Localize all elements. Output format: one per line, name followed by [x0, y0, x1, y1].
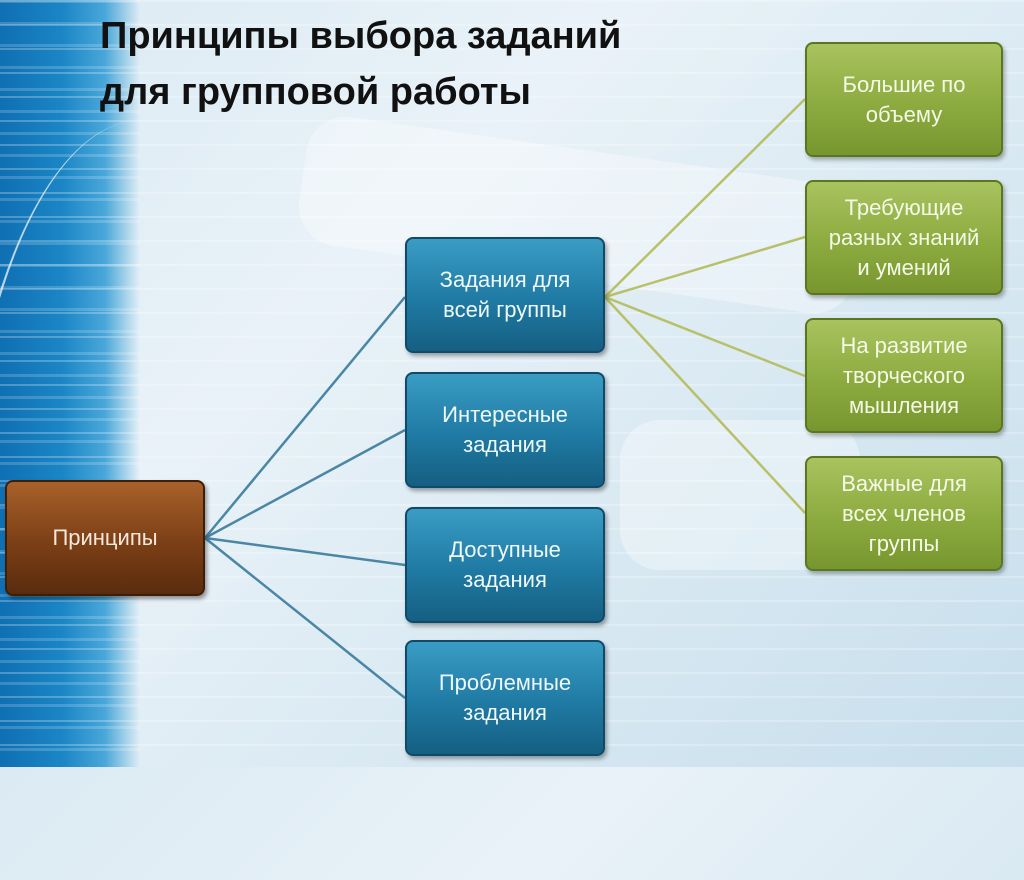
level2-node-label: Требующие разных знаний и умений — [828, 194, 980, 280]
level1-node-label: Доступные задания — [449, 537, 561, 592]
connector-l1-l2-3 — [604, 296, 806, 514]
slide-title-text: Принципы выбора заданий для групповой ра… — [100, 15, 622, 113]
root-node: Принципы — [5, 480, 205, 596]
level1-node: Задания для всей группы — [405, 237, 605, 353]
level2-node: Большие по объему — [805, 42, 1003, 157]
level2-node-label: Важные для всех членов группы — [841, 470, 967, 556]
level1-node: Интересные задания — [405, 372, 605, 488]
connector-l1-l2-2 — [604, 295, 806, 378]
level2-node: На развитие творческого мышления — [805, 318, 1003, 433]
connector-root-l1-0 — [204, 296, 406, 539]
connector-lines — [204, 98, 806, 699]
level2-node: Требующие разных знаний и умений — [805, 180, 1003, 295]
root-node-label: Принципы — [52, 525, 158, 550]
level1-node: Проблемные задания — [405, 640, 605, 756]
level2-node-label: На развитие творческого мышления — [840, 332, 968, 418]
connector-root-l1-1 — [204, 428, 406, 540]
slide-title: Принципы выбора заданий для групповой ра… — [100, 8, 820, 120]
level2-node: Важные для всех членов группы — [805, 456, 1003, 571]
connector-root-l1-3 — [204, 537, 406, 699]
level1-node-label: Интересные задания — [442, 402, 568, 457]
connector-root-l1-2 — [204, 536, 406, 567]
connector-l1-l2-0 — [604, 98, 806, 298]
connector-l1-l2-1 — [604, 235, 806, 299]
level2-node-label: Большие по объему — [842, 71, 966, 127]
level1-node-label: Проблемные задания — [438, 670, 572, 725]
level1-node: Доступные задания — [405, 507, 605, 623]
level1-node-label: Задания для всей группы — [439, 267, 571, 322]
